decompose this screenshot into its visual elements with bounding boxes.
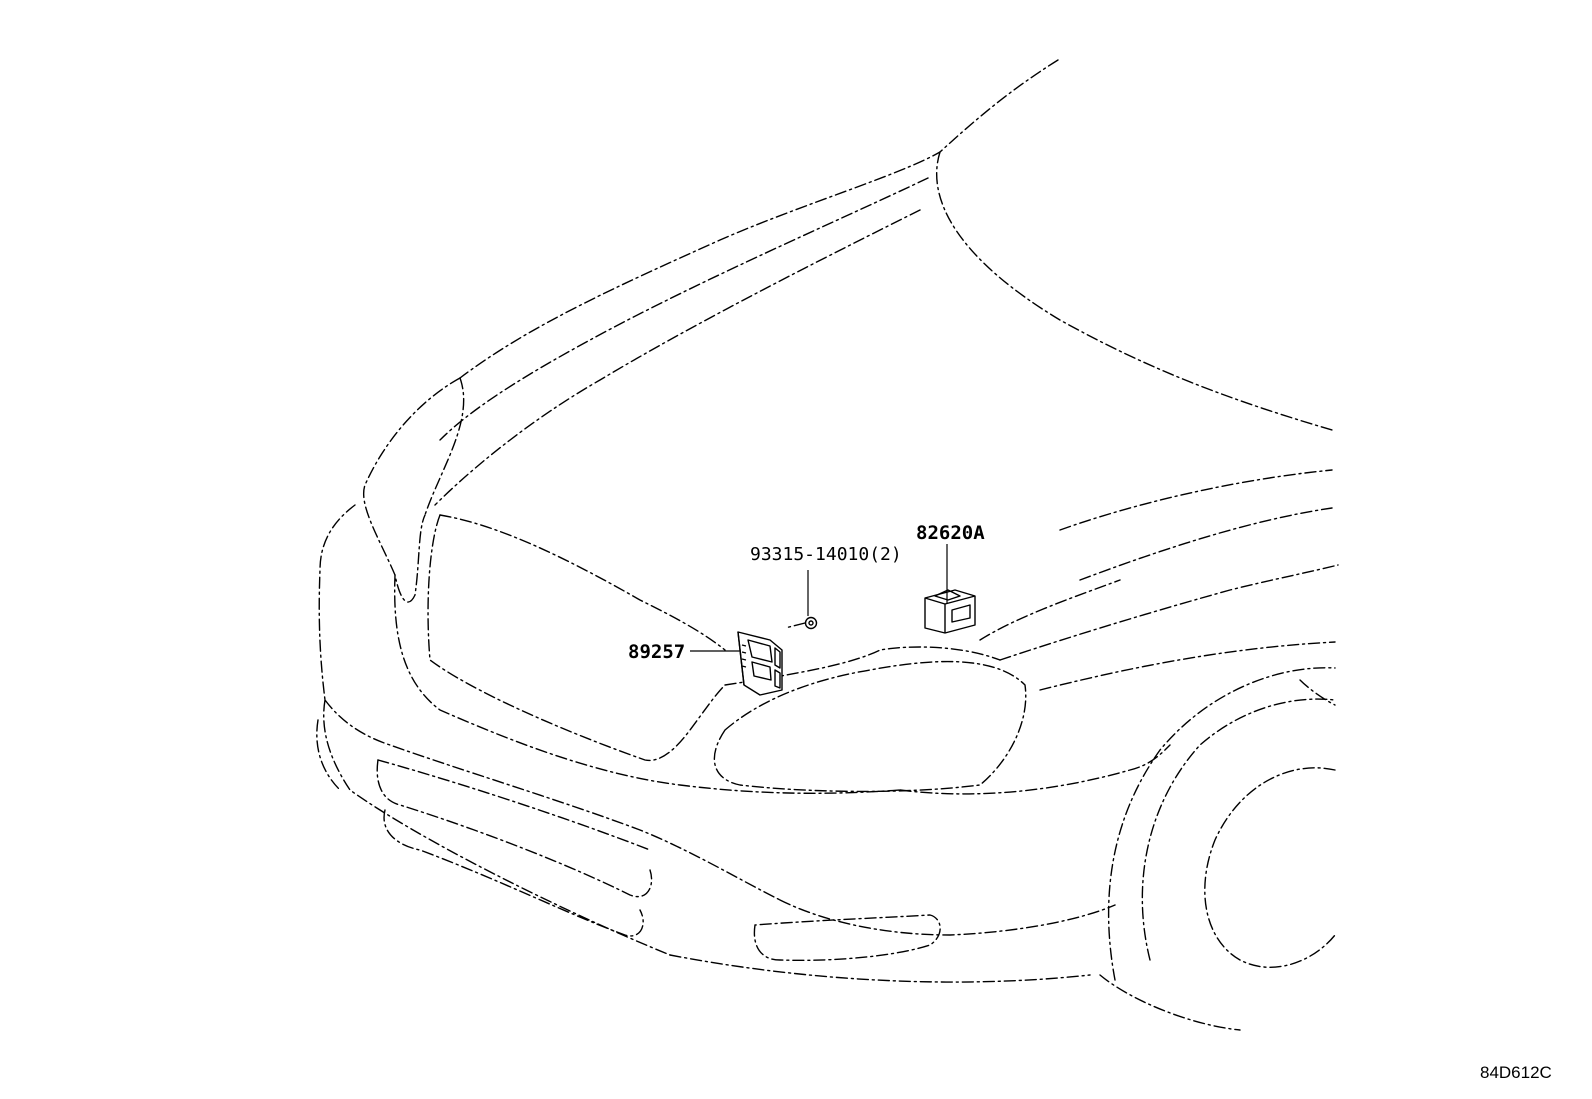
screw-callout: 93315-14010(2) [750, 544, 902, 565]
junction-block-icon[interactable] [924, 589, 976, 634]
bracket-callout: 89257 [628, 641, 685, 663]
car-front-outline-icon [316, 59, 1339, 1031]
relay-bracket-icon[interactable] [737, 631, 783, 696]
screw-icon[interactable] [784, 616, 818, 630]
block-callout: 82620A [916, 522, 985, 544]
reference-code: 84D612C [1480, 1063, 1552, 1082]
